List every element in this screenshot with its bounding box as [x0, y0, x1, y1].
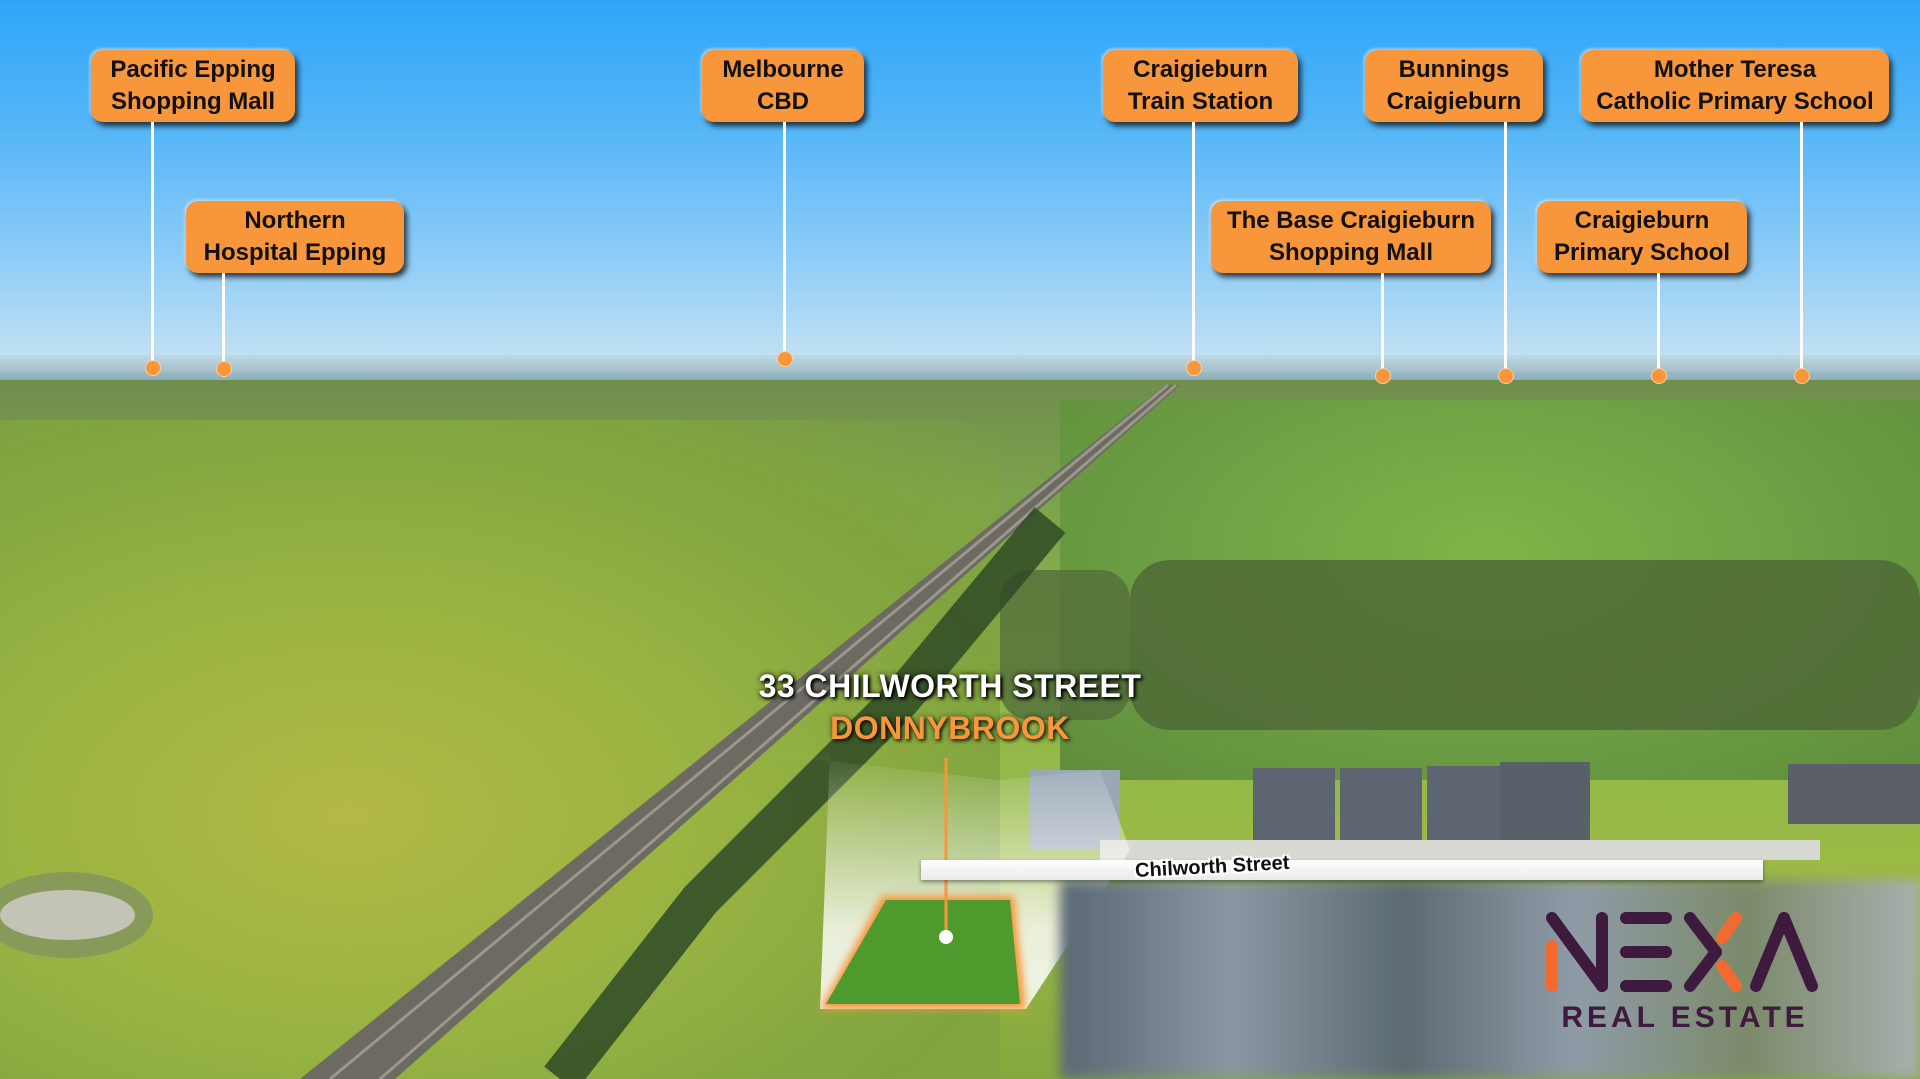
- landmark-craigieburn-train-station: Craigieburn Train Station: [1103, 50, 1298, 122]
- landmark-line: Hospital Epping: [203, 239, 387, 266]
- blurred-neighbour-houses: [1060, 880, 1920, 1079]
- location-pin-icon: [1186, 360, 1202, 376]
- leader-line: [1800, 122, 1803, 373]
- scrub-patch: [1130, 560, 1920, 730]
- landmark-line: Primary School: [1553, 239, 1731, 266]
- landmark-line: Craigieburn: [1386, 88, 1522, 115]
- location-pin-icon: [216, 361, 232, 377]
- landmark-line: Northern: [244, 207, 346, 234]
- leader-line: [1657, 273, 1660, 373]
- landmark-the-base-craigieburn: The Base Craigieburn Shopping Mall: [1211, 201, 1491, 273]
- landmark-line: Craigieburn: [1133, 56, 1268, 83]
- landmark-line: Mother Teresa: [1653, 56, 1817, 83]
- landmark-line: CBD: [757, 88, 809, 115]
- leader-line: [1504, 122, 1507, 373]
- location-pin-icon: [777, 351, 793, 367]
- landmark-line: The Base Craigieburn: [1226, 207, 1476, 234]
- property-suburb: DONNYBROOK: [830, 710, 1070, 746]
- landmark-line: Catholic Primary School: [1596, 88, 1874, 115]
- landmark-line: Shopping Mall: [111, 88, 275, 115]
- landmark-line: Train Station: [1127, 88, 1274, 115]
- nexa-logo: REAL ESTATE: [1540, 906, 1830, 1034]
- street-bar: [921, 860, 1763, 880]
- landmark-line: Melbourne: [722, 56, 844, 83]
- landmark-line: Shopping Mall: [1269, 239, 1433, 266]
- pond: [0, 890, 135, 940]
- leader-line: [222, 273, 225, 367]
- landmark-line: Pacific Epping: [110, 56, 276, 83]
- landmark-northern-hospital: Northern Hospital Epping: [186, 201, 404, 273]
- location-pin-icon: [1498, 368, 1514, 384]
- logo-subtitle: REAL ESTATE: [1561, 1001, 1809, 1034]
- left-paddock: [0, 420, 1000, 1079]
- leader-line: [1192, 122, 1195, 366]
- landmark-melbourne-cbd: Melbourne CBD: [702, 50, 864, 122]
- landmark-line: Craigieburn: [1574, 207, 1710, 234]
- location-pin-icon: [145, 360, 161, 376]
- landmark-craigieburn-primary-school: Craigieburn Primary School: [1537, 201, 1747, 273]
- landmark-pacific-epping: Pacific Epping Shopping Mall: [91, 50, 295, 122]
- landmark-line: Bunnings: [1398, 56, 1510, 83]
- leader-line: [151, 122, 154, 366]
- location-pin-icon: [1794, 368, 1810, 384]
- location-pin-icon: [1375, 368, 1391, 384]
- property-address: 33 CHILWORTH STREET: [758, 668, 1142, 704]
- leader-line: [1381, 273, 1384, 373]
- nexa-wordmark-icon: [1546, 912, 1818, 992]
- leader-line: [783, 122, 786, 354]
- location-pin-icon: [1651, 368, 1667, 384]
- landmark-bunnings-craigieburn: Bunnings Craigieburn: [1365, 50, 1543, 122]
- landmark-mother-teresa-school: Mother Teresa Catholic Primary School: [1581, 50, 1889, 122]
